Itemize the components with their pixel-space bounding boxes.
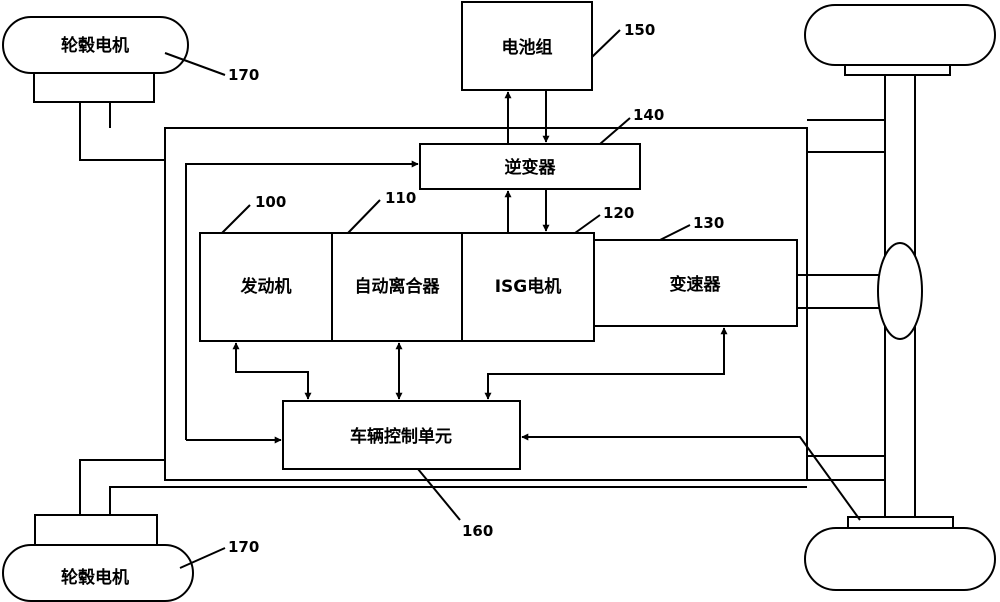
ref-battery: 150: [624, 21, 655, 39]
ref-hub-motor-top: 170: [228, 66, 259, 84]
ref-vcu: 160: [462, 522, 493, 540]
inverter: 逆变器: [419, 143, 641, 190]
wheel-top-right: [804, 4, 996, 76]
chassis-frame: [79, 102, 885, 515]
engine: 发动机: [199, 232, 333, 342]
reference-numerals: 100 110 120 130 140 150 160 170 170: [228, 21, 724, 556]
connection-arrows: [185, 90, 861, 521]
rear-axle: [877, 74, 923, 521]
wheel-bottom-right: [804, 516, 996, 591]
vehicle-control-unit: 车辆控制单元: [282, 400, 521, 470]
isg-motor: ISG电机: [461, 232, 595, 342]
ref-clutch: 110: [385, 189, 416, 207]
ref-isg-motor: 120: [603, 204, 634, 222]
automatic-clutch: 自动离合器: [331, 232, 463, 342]
transmission: 变速器: [593, 239, 798, 327]
hub-motor-bottom-left: 轮毂电机: [2, 514, 194, 602]
clutch-label: 自动离合器: [355, 276, 441, 297]
isg-motor-label: ISG电机: [495, 276, 562, 297]
engine-label: 发动机: [240, 276, 292, 297]
hub-motor-bottom-label: 轮毂电机: [61, 567, 129, 588]
ref-inverter: 140: [633, 106, 664, 124]
inverter-label: 逆变器: [505, 157, 557, 178]
ref-hub-motor-bottom: 170: [228, 538, 259, 556]
battery-label: 电池组: [502, 37, 553, 58]
leader-lines: [164, 29, 691, 569]
ref-transmission: 130: [693, 214, 724, 232]
ref-engine: 100: [255, 193, 286, 211]
hub-motor-top-left: 轮毂电机: [2, 16, 189, 103]
battery-pack: 电池组: [461, 1, 593, 91]
vcu-label: 车辆控制单元: [350, 426, 452, 447]
differential: [877, 242, 923, 340]
transmission-label: 变速器: [670, 274, 722, 295]
hub-motor-top-label: 轮毂电机: [61, 35, 129, 56]
